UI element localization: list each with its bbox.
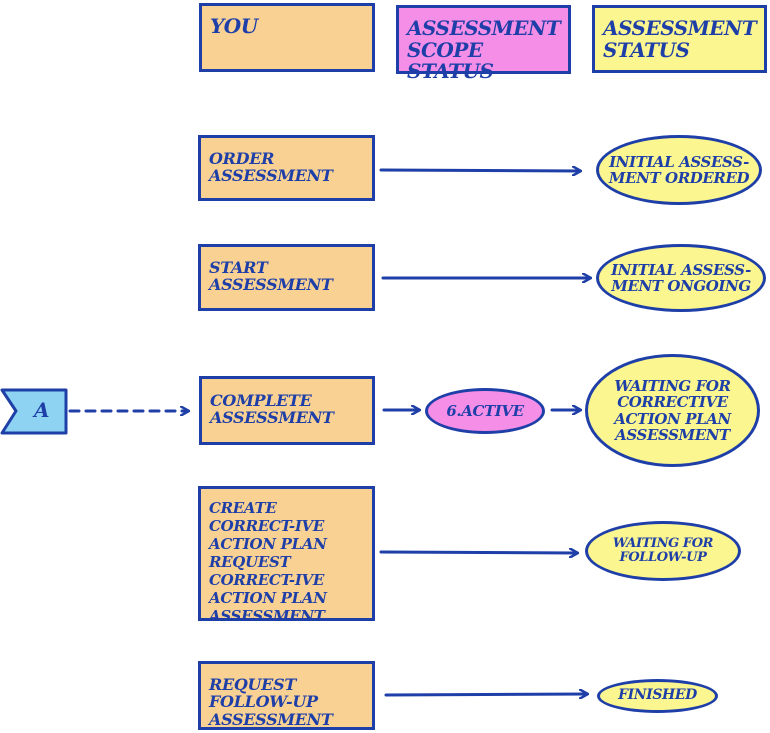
header-assessment-status: Assessment Status [592, 5, 767, 73]
scope-status-active: 6.Active [425, 388, 545, 434]
action-start-assessment-label: Start Assessment [209, 258, 333, 295]
action-create-corrective-plan: Create Correct-ive Action Plan Request C… [198, 486, 375, 625]
arrow-order-to-initial-ordered [379, 170, 580, 171]
status-initial-ordered-label: Initial Assess-ment ordered [608, 152, 750, 187]
arrow-request-to-finished [384, 694, 587, 695]
arrow-create-to-waiting-follow-up [379, 552, 577, 553]
header-assessment-status-label: Assessment Status [603, 16, 757, 62]
action-request-follow-up-label: Request Follow-up assessment [209, 675, 333, 729]
status-waiting-follow-up-label: Waiting for follow-up [612, 535, 714, 565]
header-scope-status: Assessment Scope status [396, 5, 571, 82]
status-waiting-cap-assessment: Waiting for Corrective Action Plan Asses… [585, 354, 760, 467]
status-initial-ongoing: Initial Assess-ment ongoing [596, 244, 766, 312]
action-start-assessment: Start Assessment [198, 244, 375, 311]
action-complete-assessment: Complete Assessment [199, 376, 375, 445]
connector-flag-label: A [34, 398, 50, 422]
scope-status-active-label: 6.Active [446, 401, 524, 420]
status-initial-ongoing-label: Initial Assess-ment ongoing [611, 260, 751, 295]
connector-flag [0, 388, 68, 435]
status-waiting-follow-up: Waiting for follow-up [585, 521, 741, 581]
action-request-follow-up: Request Follow-up assessment [198, 661, 375, 730]
header-you-label: You [210, 14, 258, 38]
status-finished: Finished [597, 679, 718, 713]
status-finished-label: Finished [618, 687, 697, 704]
action-complete-assessment-label: Complete Assessment [210, 391, 334, 428]
action-create-corrective-plan-label: Create Correct-ive Action Plan Request C… [209, 499, 327, 625]
status-initial-ordered: Initial Assess-ment ordered [596, 135, 762, 205]
header-scope-status-label: Assessment Scope status [407, 16, 561, 84]
status-waiting-cap-assessment-label: Waiting for Corrective Action Plan Asses… [614, 376, 731, 444]
header-you: You [199, 3, 375, 72]
action-order-assessment: Order Assessment [198, 135, 375, 201]
action-order-assessment-label: Order Assessment [209, 149, 333, 186]
